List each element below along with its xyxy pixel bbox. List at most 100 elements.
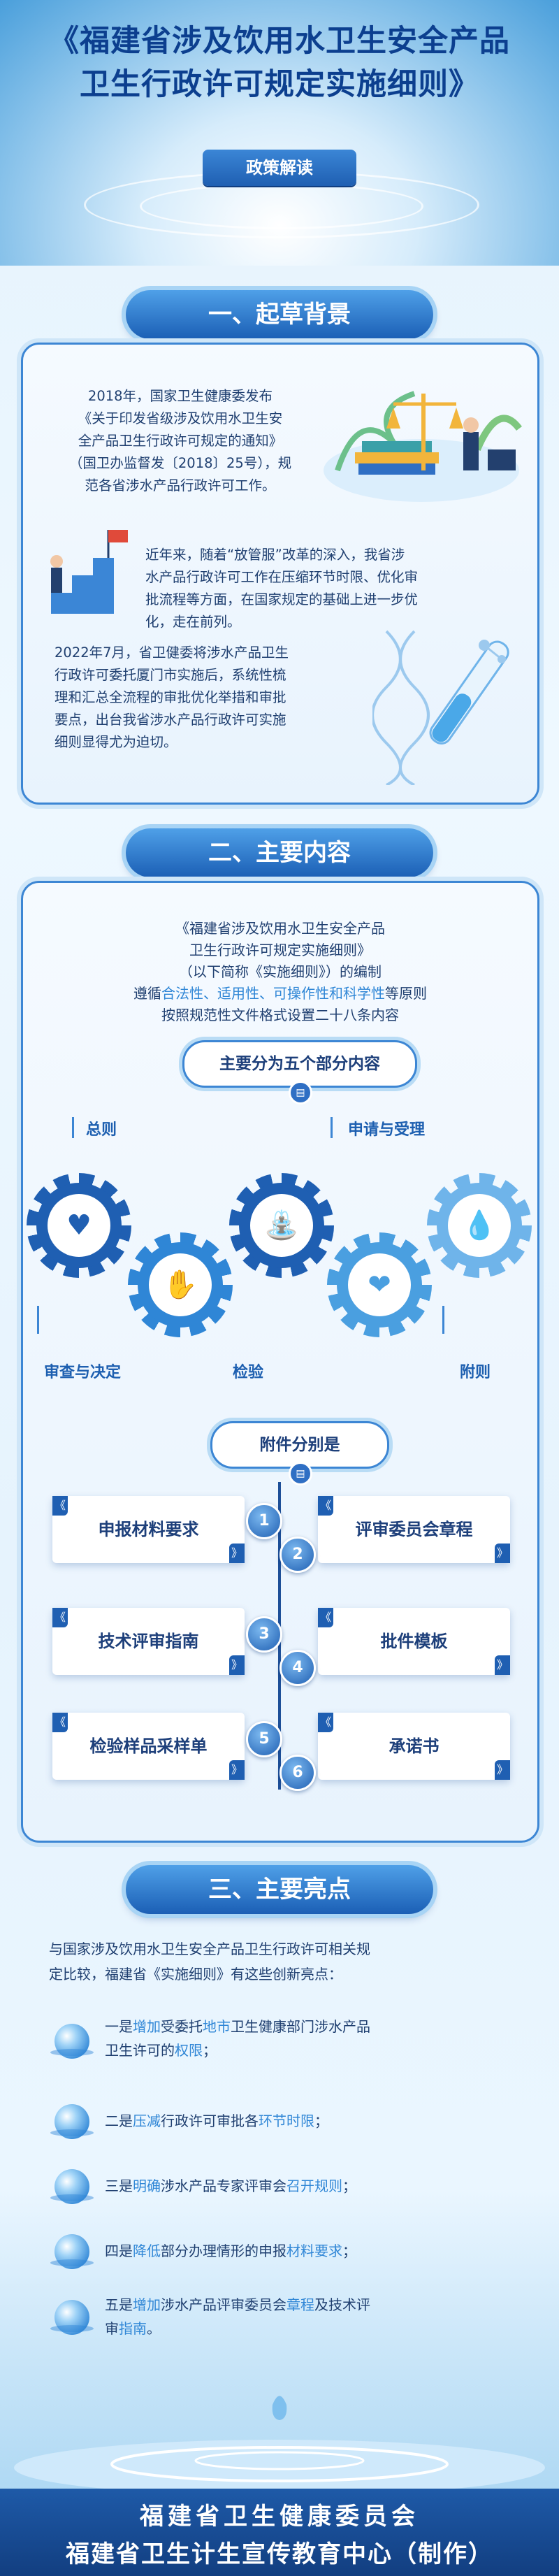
connector <box>331 1117 333 1138</box>
highlight-4: 四是降低部分办理情形的申报材料要求； <box>105 2239 517 2263</box>
highlights-intro: 与国家涉及饮用水卫生安全产品卫生行政许可相关规 定比较，福建省《实施细则》有这些… <box>49 1936 524 1987</box>
books-scales-icon <box>324 391 522 502</box>
footer: 福建省卫生健康委员会 福建省卫生计生宣传教育中心（制作） <box>0 2489 559 2576</box>
para1-line: 全产品卫生行政许可规定的通知》 <box>78 433 283 449</box>
intro-principles-line: 遵循合法性、适用性、可操作性和科学性等原则 <box>23 983 537 1005</box>
para2-line: 近年来，随着“放管服”改革的深入，我省涉 <box>145 547 405 563</box>
intro-text: 遵循 <box>133 985 161 1002</box>
page-title: 《福建省涉及饮用水卫生安全产品 卫生行政许可规定实施细则》 <box>0 20 559 106</box>
intro-line: （以下简称《实施细则》）的编制 <box>179 963 382 980</box>
annex-label: 承诺书 <box>389 1736 440 1756</box>
annex-card-3: 《技术评审指南》 <box>52 1608 245 1675</box>
hl-emph: 地市 <box>203 2018 231 2035</box>
hl-emph: 召开规则 <box>286 2178 342 2194</box>
title-line-2: 卫生行政许可规定实施细则》 <box>80 67 479 102</box>
background-para-1: 2018年，国家卫生健康委发布 《关于印发省级涉及饮用水卫生安 全产品卫生行政许… <box>55 385 306 497</box>
main-content-panel: 《福建省涉及饮用水卫生安全产品 卫生行政许可规定实施细则》 （以下简称《实施细则… <box>21 881 539 1843</box>
stairs-flag-icon <box>50 530 128 614</box>
highlight-3: 三是明确涉水产品专家评审会召开规则； <box>105 2174 517 2198</box>
hl-text: ； <box>314 2113 328 2129</box>
section2-heading: 二、主要内容 <box>126 828 433 877</box>
para1-line: 范各省涉水产品行政许可工作。 <box>85 477 276 494</box>
hl-text: 二是 <box>105 2113 133 2129</box>
background-para-3: 2022年7月，省卫健委将涉水产品卫生 行政许可委托厦门市实施后，系统性梳 理和… <box>55 642 362 754</box>
highlight-5: 五是增加涉水产品评审委员会章程及技术评审指南。 <box>105 2293 517 2340</box>
hl-emph: 环节时限 <box>259 2113 314 2129</box>
section3-heading: 三、主要亮点 <box>126 1865 433 1914</box>
intro-text: 等原则 <box>385 985 427 1002</box>
annex-label: 评审委员会章程 <box>355 1520 473 1539</box>
annex-number-4: 4 <box>280 1650 316 1686</box>
hl-text: ； <box>203 2042 217 2059</box>
intro-line: 卫生行政许可规定实施细则》 <box>189 942 371 958</box>
hand-water-icon: ✋ <box>149 1253 212 1316</box>
footer-producer: 福建省卫生计生宣传教育中心（制作） <box>66 2540 493 2568</box>
water-faucet-icon: ⛲ <box>250 1194 313 1257</box>
background-panel: 2018年，国家卫生健康委发布 《关于印发省级涉及饮用水卫生安 全产品卫生行政许… <box>21 343 539 805</box>
hl-text: 一是 <box>105 2018 133 2035</box>
hl-emph: 章程 <box>286 2296 314 2313</box>
connector <box>442 1306 444 1334</box>
annex-label: 检验样品采样单 <box>89 1736 208 1756</box>
hands-heart-icon: ♥ <box>48 1194 110 1257</box>
gear-application: ⛲ <box>229 1173 334 1278</box>
annex-card-4: 《批件模板》 <box>318 1608 510 1675</box>
annex-label: 申报材料要求 <box>98 1520 199 1539</box>
water-drop-icon <box>50 2024 94 2059</box>
intro-highlight: 合法性、适用性、可操作性和科学性 <box>161 985 385 1002</box>
intro-line: 按照规范性文件格式设置二十八条内容 <box>161 1007 399 1023</box>
para3-line: 细则显得尤为迫切。 <box>55 734 177 750</box>
water-drop-icon <box>50 2300 94 2335</box>
gear-general: ♥ <box>27 1173 131 1278</box>
hl-text: 卫生许可的 <box>105 2042 175 2059</box>
para2-line: 化，走在前列。 <box>145 614 241 630</box>
water-drop-icon <box>50 2169 94 2204</box>
hl-emph: 压减 <box>133 2113 161 2129</box>
document-icon: ▤ <box>289 1081 312 1104</box>
para2-line: 批流程等方面，在国家规定的基础上进一步优 <box>145 591 419 607</box>
title-line-1: 《福建省涉及饮用水卫生安全产品 <box>49 24 510 59</box>
water-drop-icon: 💧 <box>448 1194 511 1257</box>
intro-line: 《福建省涉及饮用水卫生安全产品 <box>175 920 385 937</box>
para1-line: 2018年，国家卫生健康委发布 <box>87 388 273 404</box>
hl-text: 。 <box>147 2320 161 2337</box>
background-para-2: 近年来，随着“放管服”改革的深入，我省涉 水产品行政许可工作在压缩环节时限、优化… <box>145 544 523 633</box>
annex-number-1: 1 <box>246 1503 282 1539</box>
highlight-2: 二是压减行政许可审批各环节时限； <box>105 2109 517 2133</box>
annex-label: 批件模板 <box>380 1632 448 1651</box>
gear-review: ✋ <box>128 1232 233 1337</box>
hl-text: 涉水产品专家评审会 <box>161 2178 286 2194</box>
hl-text: 行政许可审批各 <box>161 2113 259 2129</box>
annex-card-1: 《申报材料要求》 <box>52 1496 245 1563</box>
para1-line: （国卫办监督发〔2018〕25号），规 <box>68 455 292 471</box>
annex-card-6: 《承诺书》 <box>318 1713 510 1780</box>
para3-line: 行政许可委托厦门市实施后，系统性梳 <box>55 667 286 683</box>
hl-text: 审 <box>105 2320 119 2337</box>
part-general: 总则 <box>86 1121 117 1139</box>
connector <box>37 1306 39 1334</box>
gear-supplementary: 💧 <box>427 1173 532 1278</box>
footer-org: 福建省卫生健康委员会 <box>140 2503 419 2531</box>
policy-interpretation-tag: 政策解读 <box>203 150 356 186</box>
para3-line: 理和汇总全流程的审批优化举措和审批 <box>55 689 286 705</box>
document-icon: ▤ <box>289 1462 312 1485</box>
annex-number-6: 6 <box>280 1755 316 1791</box>
intro-line: 定比较，福建省《实施细则》有这些创新亮点： <box>49 1966 342 1983</box>
heart-hands-icon: ❤ <box>348 1253 411 1316</box>
hl-text: 涉水产品评审委员会 <box>161 2296 286 2313</box>
water-drop-icon <box>50 2234 94 2269</box>
intro-line: 与国家涉及饮用水卫生安全产品卫生行政许可相关规 <box>49 1941 370 1957</box>
para1-line: 《关于印发省级涉及饮用水卫生安 <box>78 410 283 426</box>
water-ripple <box>140 183 423 229</box>
hl-emph: 材料要求 <box>286 2243 342 2259</box>
hl-text: 及技术评 <box>314 2296 370 2313</box>
annex-number-3: 3 <box>246 1616 282 1653</box>
hl-emph: 增加 <box>133 2018 161 2035</box>
hl-text: ； <box>342 2178 356 2194</box>
content-intro: 《福建省涉及饮用水卫生安全产品 卫生行政许可规定实施细则》 （以下简称《实施细则… <box>23 918 537 1026</box>
hl-emph: 明确 <box>133 2178 161 2194</box>
highlight-1: 一是增加受委托地市卫生健康部门涉水产品卫生许可的权限； <box>105 2015 517 2062</box>
annex-card-5: 《检验样品采样单》 <box>52 1713 245 1780</box>
connector <box>72 1117 74 1138</box>
part-review-decision: 审查与决定 <box>44 1364 122 1381</box>
